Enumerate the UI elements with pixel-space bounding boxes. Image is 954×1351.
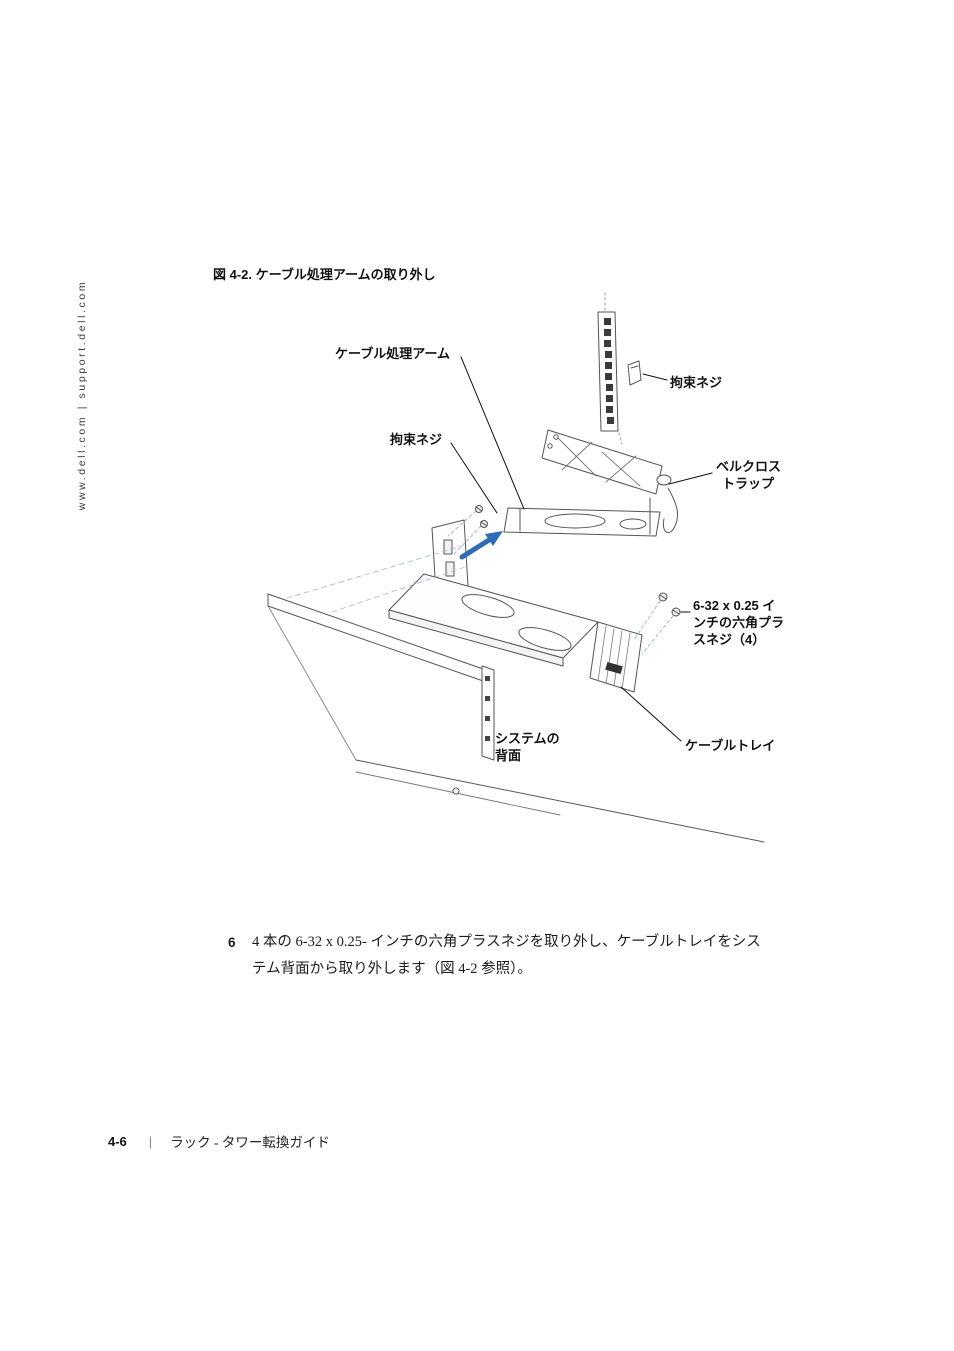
label-cable-tray: ケーブルトレイ [685, 738, 776, 753]
dotted-guides [604, 292, 623, 445]
label-cable-management-arm: ケーブル処理アーム [335, 346, 451, 361]
hex-screws [633, 592, 681, 655]
footer-guide-title: ラック - タワー転換ガイド [170, 1135, 330, 1150]
label-hex-screws-line3: スネジ（4） [693, 632, 766, 647]
blue-arrow [459, 531, 503, 560]
label-velcro-strap-line2: トラップ [722, 476, 775, 491]
cable-tray [388, 573, 599, 667]
rack-rail [597, 311, 619, 432]
page-footer: 4-6 | ラック - タワー転換ガイド [108, 1131, 330, 1151]
tray-end-cap [589, 621, 643, 693]
step-number: 6 [228, 935, 236, 950]
label-hex-screws-line2: ンチの六角プラ [693, 615, 785, 630]
footer-page-number: 4-6 [108, 1133, 127, 1149]
step-text-line1: 4 本の 6-32 x 0.25- インチの六角プラスネジを取り外し、ケーブルト… [252, 934, 761, 950]
alignment-lines [286, 545, 469, 613]
label-system-back-line1: システムの [495, 731, 560, 746]
label-captive-screw-top: 拘束ネジ [670, 375, 723, 390]
step-6: 6 4 本の 6-32 x 0.25- インチの六角プラスネジを取り外し、ケーブ… [228, 929, 868, 982]
step-text-line2: テム背面から取り外します（図 4-2 参照）。 [252, 961, 532, 977]
label-system-back: システムの 背面 [495, 730, 560, 764]
velcro-strap-loop [656, 474, 679, 534]
sidebar-vertical-text: www.dell.com | support.dell.com [76, 279, 88, 511]
label-system-back-line2: 背面 [495, 748, 522, 763]
captive-screw-bracket [627, 360, 642, 386]
system-chassis [267, 593, 765, 843]
label-velcro-strap-line1: ベルクロス [716, 459, 782, 474]
figure-caption: 図 4-2. ケーブル処理アームの取り外し [213, 267, 436, 282]
captive-screws [447, 505, 488, 557]
rear-bracket [481, 665, 495, 761]
cable-arm-lower [503, 497, 661, 537]
figure-diagram [267, 292, 765, 843]
cable-arm-upper [541, 429, 663, 495]
label-hex-screws-line1: 6-32 x 0.25 イ [693, 598, 776, 613]
footer-separator: | [148, 1133, 153, 1149]
leader-lines [450, 356, 713, 742]
label-velcro-strap: ベルクロス トラップ [716, 458, 781, 492]
label-captive-screw-left: 拘束ネジ [390, 432, 443, 447]
label-hex-screws: 6-32 x 0.25 イ ンチの六角プラ スネジ（4） [693, 597, 784, 648]
